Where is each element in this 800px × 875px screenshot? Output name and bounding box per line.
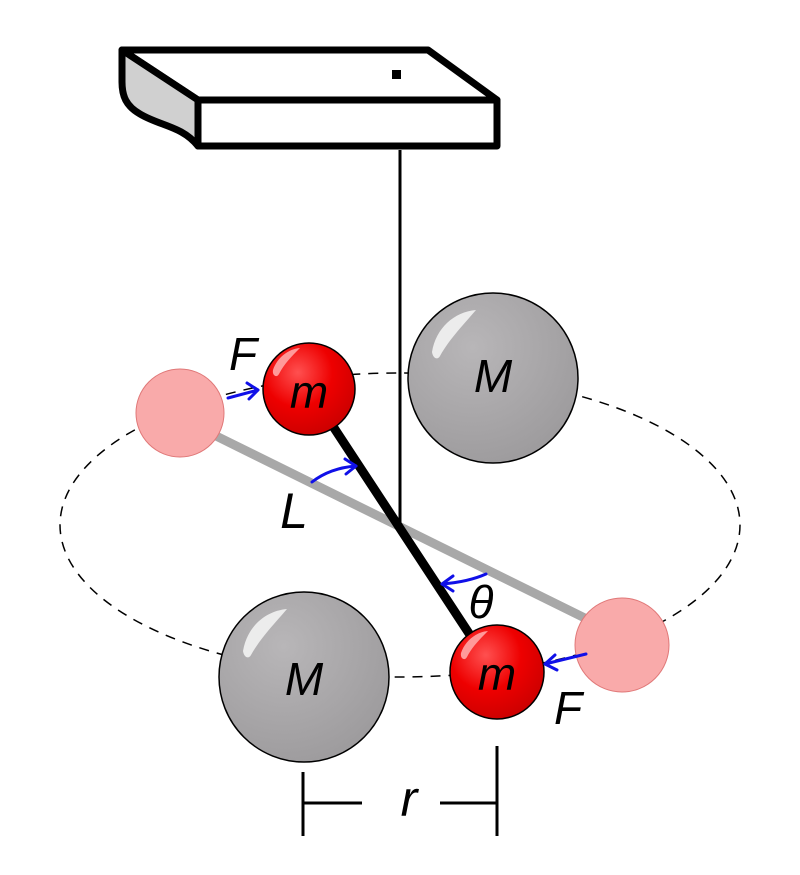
label-angle: θ — [469, 576, 494, 628]
label-small-mass-lower: m — [478, 648, 516, 700]
large-mass-upper — [407, 292, 579, 464]
support-front-face — [194, 96, 501, 150]
force-arrow-lower — [543, 652, 588, 672]
label-force-upper: F — [229, 328, 260, 380]
large-mass-lower-highlight — [243, 609, 287, 658]
arm-arc-arrow — [310, 457, 358, 484]
small-mass-upper — [262, 342, 356, 436]
separation-dimension — [301, 746, 499, 836]
small-mass-upper-highlight — [272, 348, 300, 377]
small-mass-ghost-lower — [574, 597, 670, 693]
label-arm-length: L — [280, 483, 308, 539]
orbit-path — [59, 372, 741, 678]
force-arrow-upper — [226, 381, 260, 401]
label-large-mass-lower: M — [285, 653, 324, 705]
label-force-lower: F — [554, 682, 585, 734]
small-mass-lower — [449, 624, 545, 720]
label-large-mass-upper: M — [474, 350, 513, 402]
torsion-rod — [314, 400, 477, 643]
small-mass-ghost-upper — [135, 368, 225, 458]
support-side-face — [118, 46, 202, 150]
label-small-mass-upper: m — [290, 366, 328, 418]
support-hole-mark — [392, 70, 401, 79]
ceiling-support — [118, 46, 501, 150]
label-separation: r — [401, 771, 420, 827]
angle-arc-arrow — [440, 572, 488, 593]
small-mass-lower-highlight — [460, 631, 488, 660]
large-mass-upper-highlight — [432, 310, 476, 359]
large-mass-lower — [218, 591, 390, 763]
